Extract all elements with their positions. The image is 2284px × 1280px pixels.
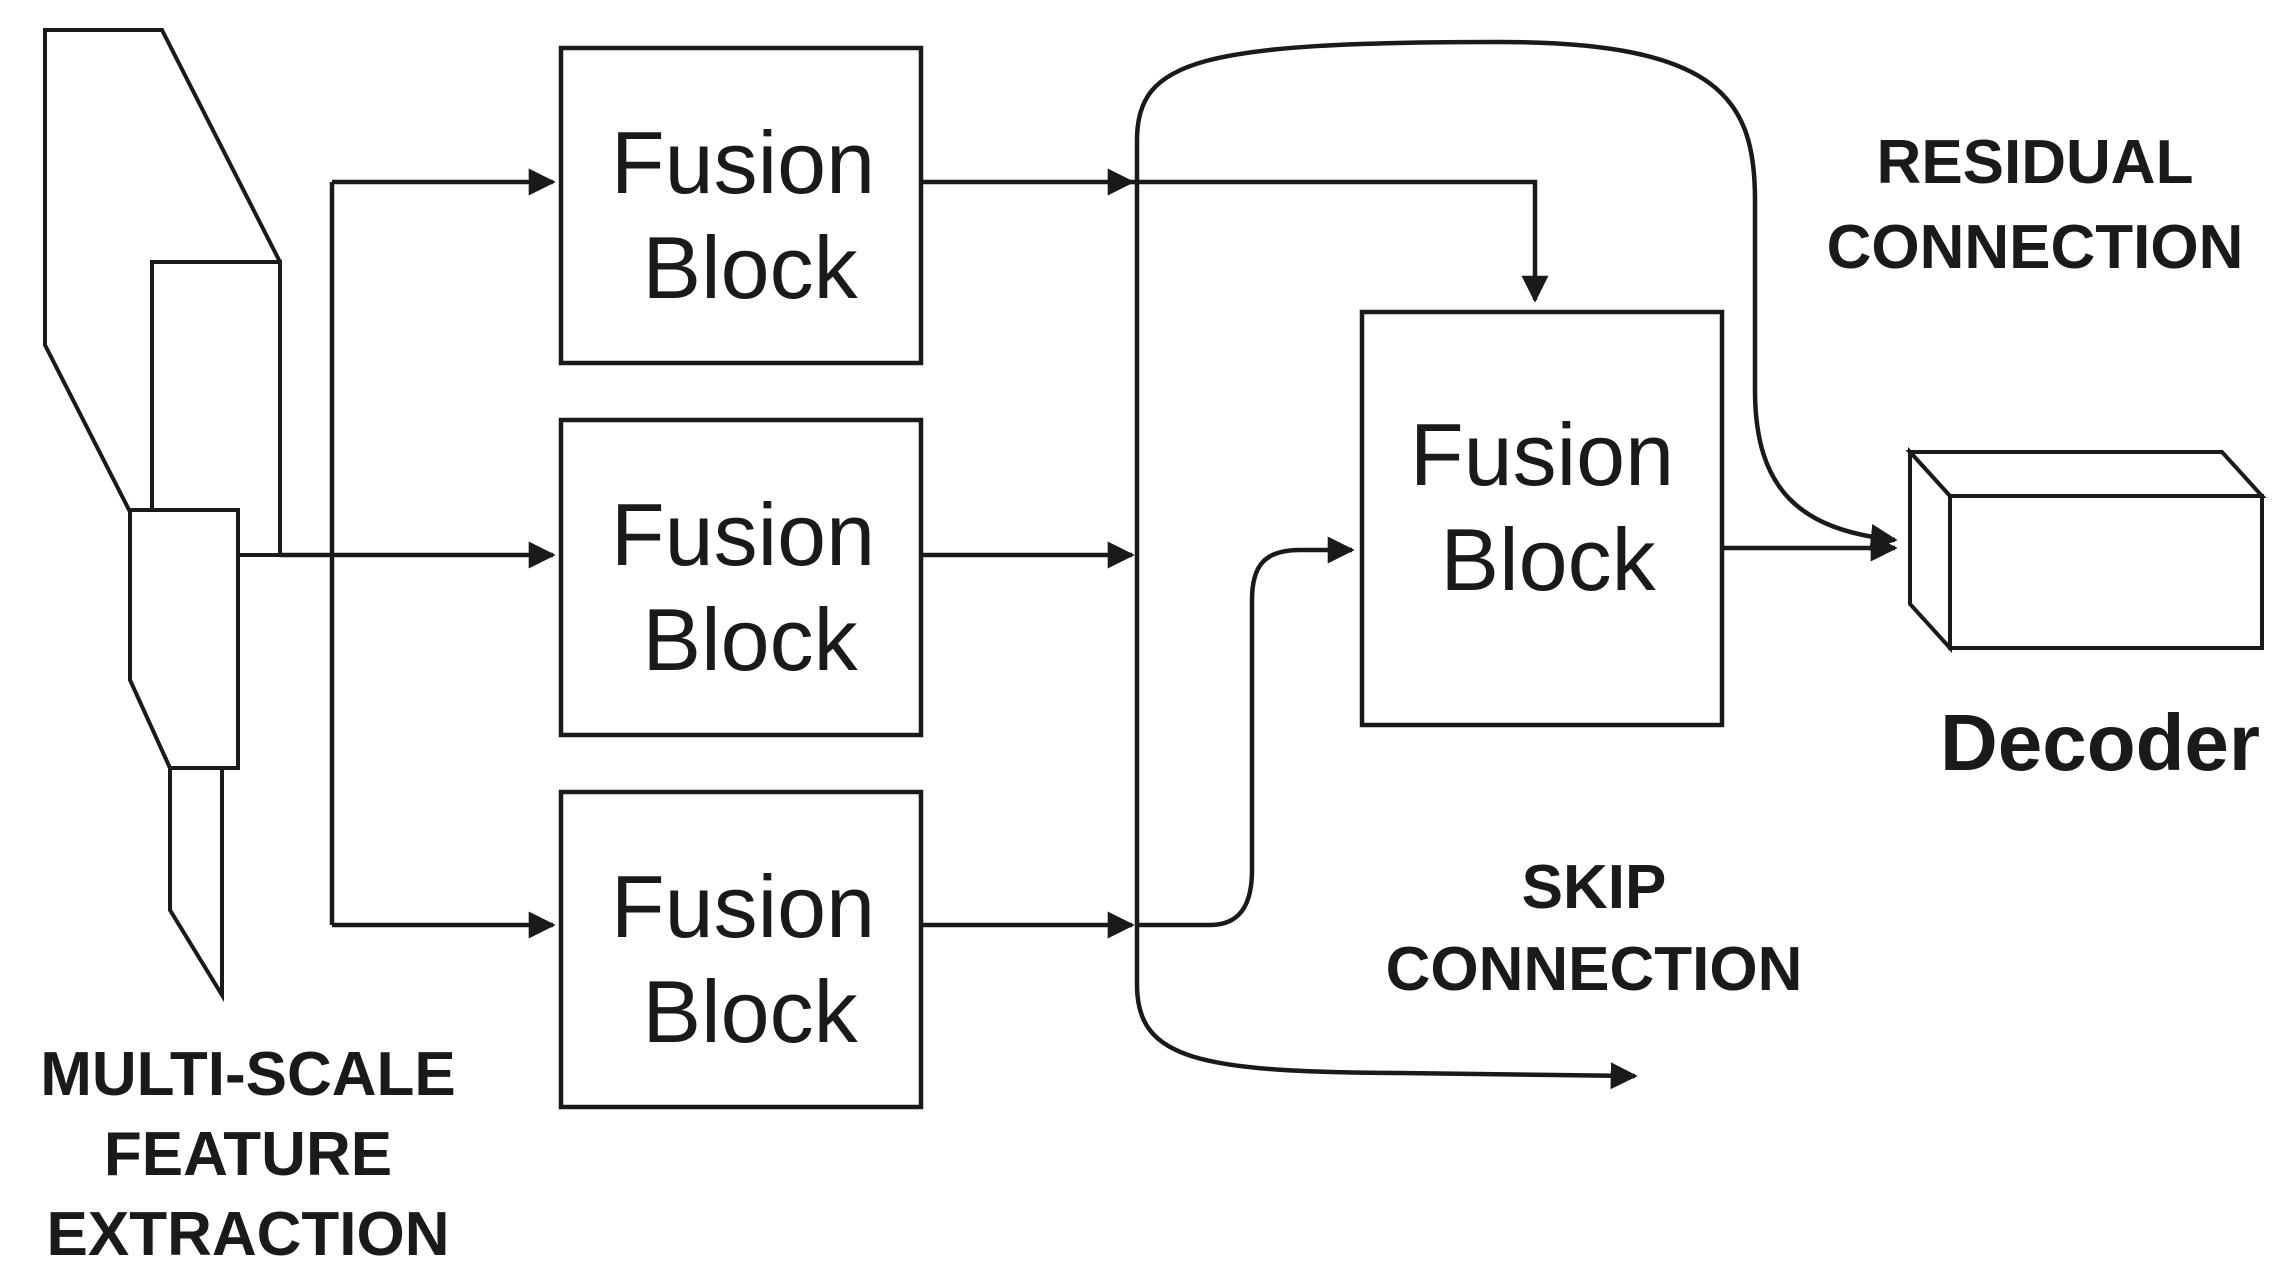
decoder-label: Decoder: [1940, 698, 2260, 787]
top-connection: [1132, 179, 1549, 303]
fusion-block-1-line2: Block: [642, 218, 858, 317]
feature-extractor-shape: [43, 28, 282, 1003]
fusion-block-2: Fusion Block: [558, 417, 924, 738]
fusion-block-3: Fusion Block: [558, 789, 924, 1110]
svg-text:CONNECTION: CONNECTION: [1386, 935, 1803, 1004]
branch-connector: [280, 168, 556, 939]
svg-text:SKIP: SKIP: [1522, 853, 1667, 922]
svg-text:CONNECTION: CONNECTION: [1827, 213, 2244, 282]
fusion-block-3-line2: Block: [642, 962, 858, 1061]
skip-connection-label: SKIP CONNECTION: [1386, 853, 1803, 1004]
fusion-block-main-line2: Block: [1440, 510, 1656, 609]
fusion-block-main-line1: Fusion: [1410, 405, 1674, 504]
feature-extraction-label: MULTI-SCALE FEATURE EXTRACTION: [40, 1040, 456, 1269]
svg-text:RESIDUAL: RESIDUAL: [1877, 128, 2194, 197]
svg-text:EXTRACTION: EXTRACTION: [47, 1200, 450, 1269]
fusion-block-1: Fusion Block: [558, 45, 924, 366]
aggregation-bus: [1134, 39, 1898, 1090]
svg-text:MULTI-SCALE: MULTI-SCALE: [40, 1040, 456, 1109]
fusion-block-3-line1: Fusion: [611, 857, 875, 956]
fusion-block-main: Fusion Block: [1359, 309, 1725, 728]
decoder-block: [1905, 446, 2267, 654]
fusion-block-1-line1: Fusion: [611, 113, 875, 212]
svg-text:FEATURE: FEATURE: [104, 1120, 392, 1189]
fusion-outputs: [921, 168, 1135, 939]
residual-connection-label: RESIDUAL CONNECTION: [1827, 128, 2244, 282]
skip-connection-arrow: [1137, 536, 1355, 928]
fusion-block-2-line2: Block: [642, 590, 858, 689]
fusion-block-2-line1: Fusion: [611, 485, 875, 584]
